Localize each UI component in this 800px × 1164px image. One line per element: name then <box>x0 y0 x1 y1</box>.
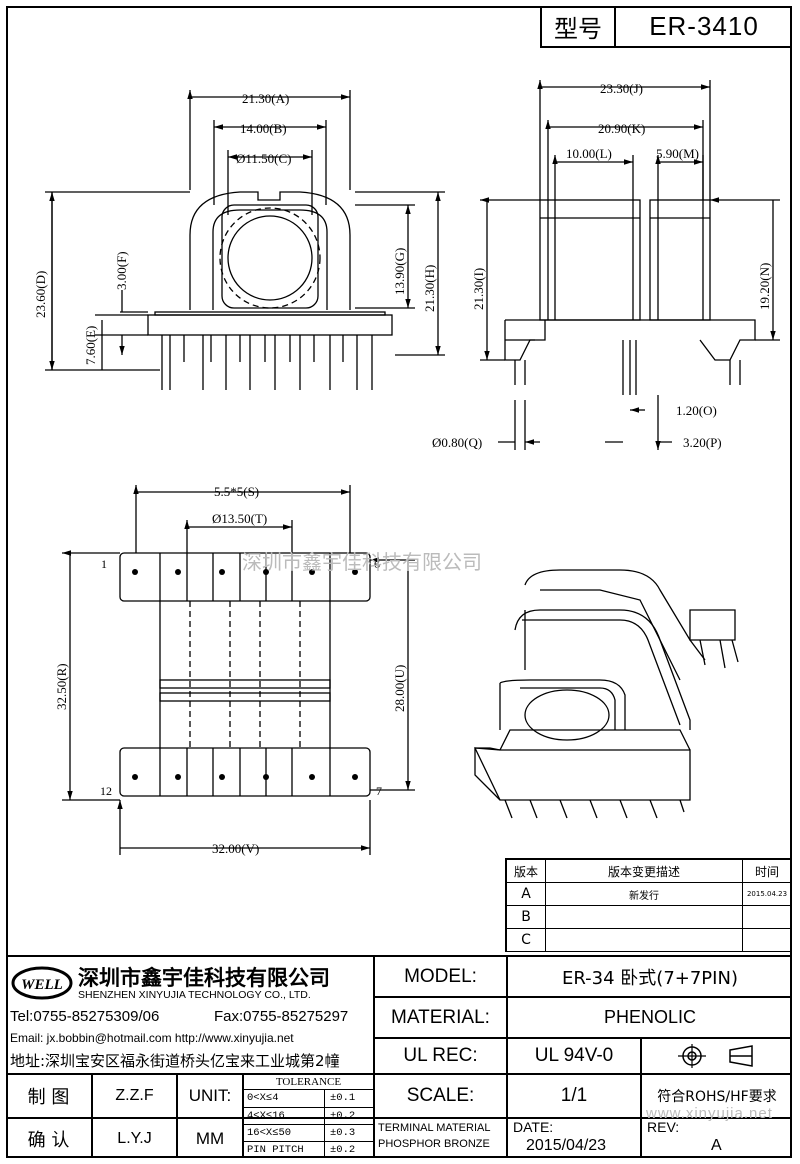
ulrec-value: UL 94V-0 <box>534 1045 614 1066</box>
company-name-en: SHENZHEN XINYUJIA TECHNOLOGY CO., LTD. <box>78 989 311 1001</box>
tol-range: 0<X≤4 <box>247 1092 279 1104</box>
rev-desc: 新发行 <box>545 882 743 906</box>
tol-range: PIN PITCH <box>247 1144 304 1156</box>
model-value: ER-34 卧式(7+7PIN) <box>562 967 738 989</box>
company-logo: WELL <box>11 963 73 1003</box>
drawing-frame <box>6 6 792 1158</box>
rohs-note: 符合ROHS/HF要求 <box>657 1089 777 1105</box>
part-number-box: 型号 ER-3410 <box>540 6 792 48</box>
pin-7-label: 7 <box>376 784 382 798</box>
tol-value: ±0.2 <box>330 1144 356 1156</box>
dim-L: 10.00(L) <box>566 146 612 161</box>
tolerance-table: TOLERANCE 0<X≤4 ±0.1 4<X≤16 ±0.2 16<X≤50… <box>244 1075 373 1158</box>
front-view <box>45 90 445 390</box>
scale-label: SCALE: <box>406 1085 475 1106</box>
dim-E: 7.60(E) <box>83 326 98 365</box>
dim-Q: Ø0.80(Q) <box>432 435 482 450</box>
dim-B: 14.00(B) <box>240 121 287 136</box>
pin-12-label: 12 <box>100 784 112 798</box>
company-address: 地址:深圳宝安区福永街道桥头亿宝来工业城第2幢 <box>10 1052 340 1070</box>
rev-desc <box>545 928 743 952</box>
date-value: 2015/04/23 <box>526 1137 607 1154</box>
ulrec-label: UL REC: <box>403 1045 478 1066</box>
rev-date: 2015.04.23 <box>742 882 792 906</box>
isometric-view <box>473 569 739 819</box>
terminal-material: TERMINAL MATERIAL <box>378 1122 491 1134</box>
dim-U: 28.00(U) <box>392 665 407 712</box>
check-value: L.Y.J <box>117 1129 152 1147</box>
model-label: MODEL: <box>404 965 477 987</box>
company-name-cn: 深圳市鑫宇佳科技有限公司 <box>78 966 330 990</box>
projection-icon <box>678 1044 753 1068</box>
dim-S: 5.5*5(S) <box>214 484 259 499</box>
tol-value: ±0.2 <box>330 1110 356 1122</box>
pin-1-label: 1 <box>101 557 107 571</box>
rev-date <box>742 905 792 929</box>
dim-F: 3.00(F) <box>114 251 129 290</box>
unit-label: UNIT: <box>188 1086 232 1105</box>
dim-C: Ø11.50(C) <box>236 151 292 166</box>
rev-ver: A <box>507 882 546 906</box>
rev-desc <box>545 905 743 929</box>
projection-symbol <box>642 1039 792 1073</box>
revision-table: 版本 版本变更描述 时间 A 新发行 2015.04.23 B C <box>505 858 792 952</box>
dim-H: 21.30(H) <box>422 265 437 312</box>
tol-range: 4<X≤16 <box>247 1110 285 1122</box>
rev-label: REV: <box>647 1119 680 1135</box>
side-view <box>480 80 780 450</box>
check-label: 确 认 <box>27 1129 70 1151</box>
type-label: 型号 <box>542 6 616 46</box>
dim-A: 21.30(A) <box>242 91 289 106</box>
part-number: ER-3410 <box>649 10 759 41</box>
company-fax: Fax:0755-85275297 <box>214 1008 349 1025</box>
rev-ver: C <box>507 928 546 952</box>
unit-value: MM <box>195 1128 225 1148</box>
dim-J: 23.30(J) <box>600 81 643 96</box>
tolerance-title: TOLERANCE <box>244 1075 373 1090</box>
front-pins <box>161 335 373 390</box>
dim-N: 19.20(N) <box>757 263 772 310</box>
rev-header-ver: 版本 <box>507 860 546 883</box>
rev-ver: B <box>507 905 546 929</box>
dim-G: 13.90(G) <box>392 248 407 295</box>
watermark-center: 深圳市鑫宇佳科技有限公司 <box>242 550 482 574</box>
tol-value: ±0.1 <box>330 1092 356 1104</box>
rev-value: A <box>711 1137 722 1154</box>
pin-6-label: 6 <box>374 557 380 571</box>
tol-range: 16<X≤50 <box>247 1127 292 1139</box>
tol-value: ±0.3 <box>330 1127 356 1139</box>
dim-I: 21.30(I) <box>471 268 486 310</box>
dim-K: 20.90(K) <box>598 121 645 136</box>
title-block: WELL 深圳市鑫宇佳科技有限公司 SHENZHEN XINYUJIA TECH… <box>6 955 792 1158</box>
draw-label: 制 图 <box>27 1087 70 1108</box>
rev-header-desc: 版本变更描述 <box>545 860 743 883</box>
svg-text:WELL: WELL <box>21 977 63 993</box>
dim-D: 23.60(D) <box>33 271 48 318</box>
dim-O: 1.20(O) <box>676 403 717 418</box>
company-tel: Tel:0755-85275309/06 <box>10 1008 160 1025</box>
material-value: PHENOLIC <box>603 1007 697 1027</box>
rev-date <box>742 928 792 952</box>
company-email: Email: jx.bobbin@hotmail.com http://www.… <box>10 1031 294 1045</box>
pin-holes <box>132 569 358 780</box>
bottom-view <box>62 485 415 855</box>
scale-value: 1/1 <box>560 1085 588 1106</box>
draw-value: Z.Z.F <box>115 1087 154 1104</box>
dim-T: Ø13.50(T) <box>212 511 267 526</box>
date-label: DATE: <box>513 1119 554 1135</box>
material-label: MATERIAL: <box>391 1006 490 1028</box>
terminal-value: PHOSPHOR BRONZE <box>378 1138 490 1150</box>
dim-R: 32.50(R) <box>54 663 69 710</box>
dim-V: 32.00(V) <box>212 841 259 856</box>
technical-drawing: 21.30(A) 14.00(B) Ø11.50(C) 23.60(D) 7.6… <box>33 0 800 860</box>
watermark-url: www.xinyujia.net <box>646 1105 773 1122</box>
dim-M: 5.90(M) <box>656 146 699 161</box>
rev-header-date: 时间 <box>742 860 792 883</box>
dim-P: 3.20(P) <box>683 435 722 450</box>
